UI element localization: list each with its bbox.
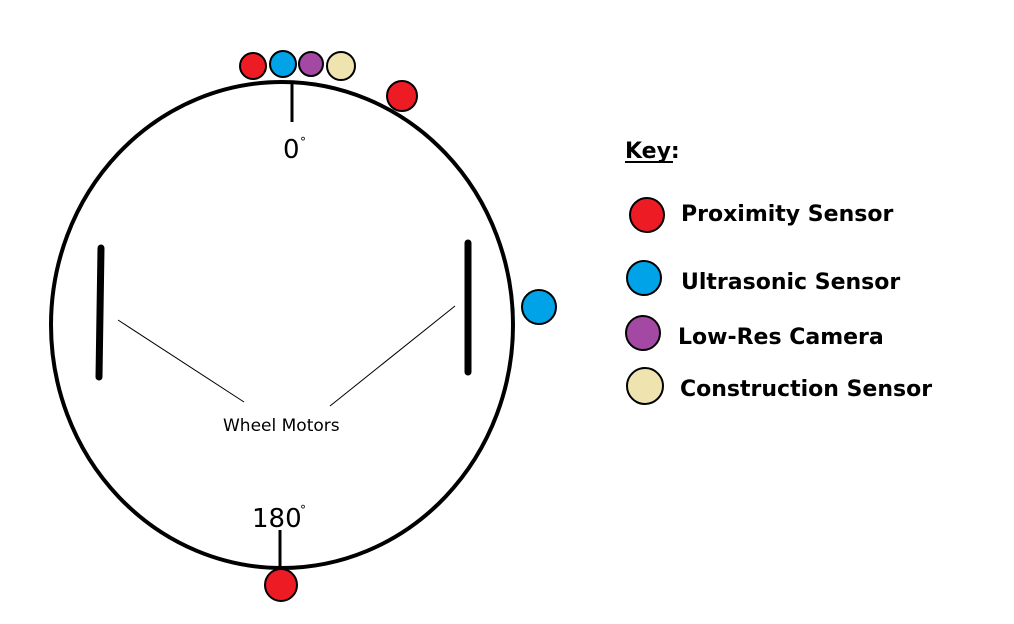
one-eighty-degree-label: 180 [252,504,302,534]
left-wheel-motor [95,244,105,381]
key-proximity-swatch [629,197,665,233]
one-eighty-degree-symbol: ° [300,503,306,517]
zero-degree-symbol: ° [300,135,306,149]
key-construction-swatch [626,367,664,405]
top-proximity-sensor [239,52,267,80]
wheel-motors-label: Wheel Motors [223,416,340,436]
zero-degree-label: 0 [283,135,300,165]
key-title: Key: [625,139,680,164]
top-construction-sensor [326,51,356,81]
right-ultrasonic-sensor [521,289,557,325]
bottom-proximity-sensor [264,568,298,602]
key-camera-swatch [625,315,661,351]
left-motor-leader [117,319,245,403]
top-ultrasonic-sensor [269,50,297,78]
key-ultrasonic-label: Ultrasonic Sensor [681,270,900,295]
key-camera-label: Low-Res Camera [678,325,884,350]
front-right-proximity-sensor [386,80,418,112]
key-construction-label: Construction Sensor [680,377,932,402]
key-proximity-label: Proximity Sensor [681,202,893,227]
robot-body-outline [49,80,515,570]
top-low-res-camera [298,51,324,77]
right-motor-leader [329,305,456,407]
key-ultrasonic-swatch [626,260,662,296]
